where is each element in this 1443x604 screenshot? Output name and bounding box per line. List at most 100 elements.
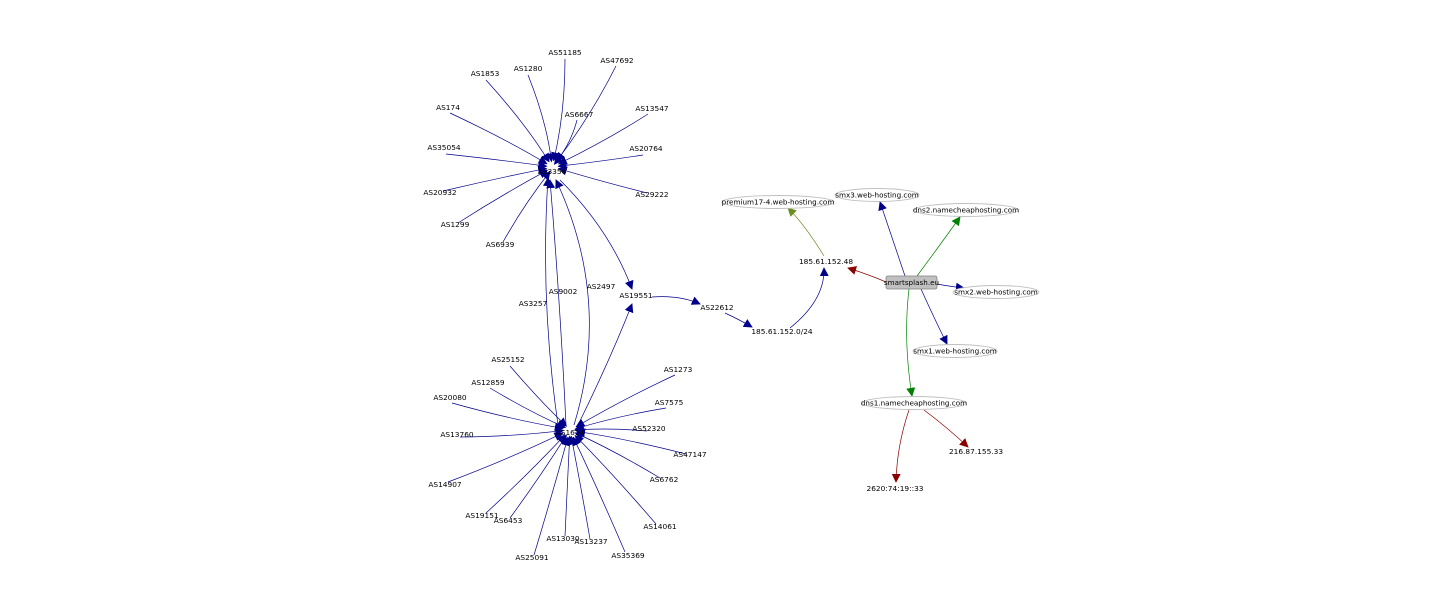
edge-as1853-to-upper-hub [485, 79, 550, 163]
edge-prefix-to-ip [789, 267, 829, 329]
edge-as2497-to-upper [555, 179, 590, 426]
edge-as20932-to-upper-hub [442, 165, 548, 192]
edge-as13237-to-lower-hub [568, 435, 591, 540]
as-node-9002: AS9002 [549, 287, 578, 296]
as-node-47147: AS47147 [673, 450, 707, 459]
edge-as6762-to-lower-hub [574, 432, 661, 479]
as-node-29222: AS29222 [635, 190, 668, 199]
as-node-14061: AS14061 [643, 522, 677, 531]
edge-domain-to-dns2 [916, 216, 961, 277]
as-nodes: AS3356 AS51185 AS1853 AS1280 AS47692 AS1… [423, 48, 733, 312]
ipv4-node: 216.87.155.33 [949, 447, 1003, 456]
edge-as51185-to-upper-hub [551, 58, 566, 162]
edge-domain-to-smx1 [920, 288, 948, 345]
as-node-6453: AS6453 [494, 516, 523, 525]
as-node-2497: AS2497 [587, 282, 616, 291]
as-nodes-lower: AS1614 AS25152 AS1273 AS12859 AS20080 AS… [428, 355, 707, 562]
edge-as7575-to-lower-hub [574, 407, 667, 431]
as-node-hub-upper: AS3356 [538, 167, 567, 176]
edge-domain-to-ip [847, 266, 887, 283]
edge-as3257-to-upper [542, 177, 559, 426]
as-node-20080: AS20080 [433, 393, 467, 402]
edge-as1280-to-upper-hub [527, 74, 555, 163]
edge-as20764-to-upper-hub [557, 154, 644, 170]
edge-as1299-to-upper-hub [457, 169, 549, 224]
as-node-hub-lower: AS1614 [556, 428, 585, 437]
as-node-6939: AS6939 [486, 240, 515, 249]
edge-dns1-to-ipv6 [891, 409, 910, 483]
edge-as25091-to-lower-hub [533, 436, 571, 556]
as-node-22612: AS22612 [700, 303, 733, 312]
as-node-12859: AS12859 [471, 378, 505, 387]
as-node-19151: AS19151 [465, 511, 499, 520]
edge-as47147-to-lower-hub [576, 428, 687, 455]
as-node-14907: AS14907 [428, 480, 462, 489]
as-node-20764: AS20764 [629, 144, 663, 153]
as-node-19551: AS19551 [619, 291, 653, 300]
as-node-1273: AS1273 [664, 365, 693, 374]
edge-dns1-to-ipv4 [923, 409, 969, 448]
edge-as13030-to-lower-hub [564, 435, 574, 537]
edge-as14061-to-lower-hub [574, 434, 657, 525]
as-node-47692: AS47692 [600, 56, 633, 65]
as-node-174: AS174 [436, 103, 460, 112]
edge-as9002-to-upper [546, 179, 567, 426]
as-node-7575: AS7575 [655, 398, 684, 407]
host-label-smx1: smx1.web-hosting.com [913, 347, 997, 356]
host-nodes: premium17-4.web-hosting.com smx3.web-hos… [721, 188, 1040, 410]
edge-as174-to-upper-hub [449, 112, 548, 165]
domain-label: smartsplash.eu [884, 278, 939, 287]
edge-as35054-to-upper-hub [445, 153, 548, 170]
as-node-25152: AS25152 [491, 355, 524, 364]
host-node-dns1[interactable]: dns1.namecheaphosting.com [861, 396, 967, 410]
edge-as22612-to-prefix [724, 312, 753, 328]
edge-as29222-to-upper-hub [557, 166, 648, 194]
edges-layer [442, 58, 969, 556]
edge-as14907-to-lower-hub [447, 432, 564, 483]
as-node-25091: AS25091 [515, 553, 549, 562]
as-node-35054: AS35054 [427, 143, 461, 152]
host-label-smx2: smx2.web-hosting.com [954, 288, 1038, 297]
edge-as20080-to-lower-hub [451, 402, 564, 432]
edge-as19151-to-lower-hub [485, 434, 566, 514]
edge-ip-to-premium [787, 207, 825, 257]
domain-node[interactable]: smartsplash.eu [884, 275, 939, 290]
as-node-1280: AS1280 [514, 64, 543, 73]
host-node-smx2[interactable]: smx2.web-hosting.com [952, 285, 1040, 299]
as-node-35369: AS35369 [611, 551, 645, 560]
edge-as6667-to-upper-hub [553, 119, 578, 165]
host-label-smx3: smx3.web-hosting.com [835, 191, 919, 200]
as-node-1853: AS1853 [471, 69, 500, 78]
prefix-node: 185.61.152.0/24 [751, 327, 813, 336]
host-label-premium: premium17-4.web-hosting.com [722, 198, 835, 207]
as-node-51185: AS51185 [548, 48, 582, 57]
as-node-1299: AS1299 [441, 220, 470, 229]
edge-domain-to-smx2 [936, 282, 965, 292]
host-node-dns2[interactable]: dns2.namecheaphosting.com [913, 203, 1019, 217]
edge-as13760-to-lower-hub [459, 426, 565, 438]
as-node-13547: AS13547 [635, 104, 669, 113]
as-node-6667: AS6667 [565, 110, 594, 119]
as-node-13030: AS13030 [546, 534, 580, 543]
as-node-13760: AS13760 [440, 430, 474, 439]
as-node-52320: AS52320 [632, 424, 666, 433]
as-node-20932: AS20932 [423, 188, 456, 197]
edge-as6453-to-lower-hub [509, 434, 567, 519]
edge-domain-to-smx3 [878, 201, 906, 277]
edge-domain-to-dns1 [906, 288, 916, 397]
host-node-premium[interactable]: premium17-4.web-hosting.com [721, 195, 835, 209]
edge-as19551-to-as22612 [651, 296, 701, 305]
edge-upper-to-as19551 [559, 179, 634, 290]
ip-nodes: 185.61.152.0/24 185.61.152.48 216.87.155… [751, 257, 1003, 493]
ipv6-node: 2620:74:19::33 [867, 484, 924, 493]
edge-lower-to-as19551 [577, 303, 634, 426]
host-node-smx1[interactable]: smx1.web-hosting.com [912, 344, 998, 358]
host-node-smx3[interactable]: smx3.web-hosting.com [834, 188, 920, 202]
edge-as25152-to-lower-hub [509, 365, 568, 427]
as-node-13237: AS13237 [574, 537, 608, 546]
host-label-dns2: dns2.namecheaphosting.com [913, 206, 1019, 215]
edge-as35369-to-lower-hub [572, 436, 626, 553]
as-node-6762: AS6762 [650, 475, 679, 484]
edge-as1273-to-lower-hub [575, 374, 676, 428]
